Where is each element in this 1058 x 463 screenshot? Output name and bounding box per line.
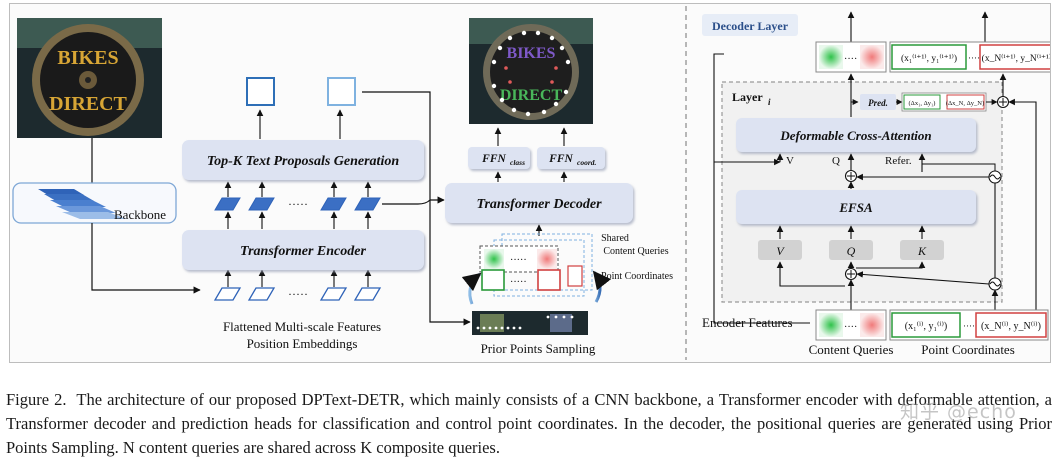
sign-text-top: BIKES	[57, 47, 118, 69]
input-sign-image: BIKES DIRECT	[17, 18, 162, 138]
efsa-v-label: V	[776, 244, 785, 258]
query-dots: ·····	[510, 255, 527, 266]
sampling-curve-left	[461, 272, 482, 305]
prior-sampling-image	[472, 311, 588, 335]
decoder-layer-panel: Decoder Layer ···· (x₁⁽ⁱ⁺¹⁾, y₁⁽ⁱ⁺¹⁾) ··…	[702, 11, 1058, 357]
pred-box	[860, 94, 896, 110]
bottom-coord-last	[975, 312, 1047, 338]
watermark: 知乎 @echo	[900, 401, 1017, 423]
encoder-input-tokens: ·····	[213, 287, 382, 301]
efsa-k-label: K	[917, 244, 927, 258]
sampling-curve-right	[592, 270, 612, 303]
dca-q-label: Q	[832, 155, 840, 167]
backbone-label: Backbone	[114, 207, 166, 222]
proposal-to-sampling-arrow	[362, 91, 471, 326]
output-sign-image: BIKES DIRECT	[469, 18, 593, 124]
svg-text:(x_N⁽ⁱ⁾, y_N⁽ⁱ⁾): (x_N⁽ⁱ⁾, y_N⁽ⁱ⁾)	[981, 321, 1041, 332]
top-content-red	[860, 45, 884, 69]
encoder-output-arrows	[224, 211, 372, 229]
ffn-class-head: FFN class	[468, 147, 530, 169]
transformer-encoder-module: Transformer Encoder	[182, 230, 424, 270]
flattened-features-label: Flattened Multi-scale Features	[223, 319, 381, 334]
encoder-features-line	[713, 53, 810, 324]
proposal-box-1	[246, 77, 275, 106]
svg-text:····: ····	[844, 322, 857, 333]
point-coordinates-label-right: Point Coordinates	[921, 342, 1015, 357]
efsa-module	[736, 190, 976, 224]
point-coord-green	[481, 269, 505, 291]
pred-label: Pred.	[868, 98, 888, 108]
delta-first	[903, 94, 941, 110]
ffn-coord-head: FFN coord.	[537, 147, 605, 169]
content-query-red	[537, 249, 557, 269]
dca-label: Deformable Cross-Attention	[779, 128, 931, 143]
proposal-box-2	[327, 77, 356, 106]
sign-text-bottom: DIRECT	[49, 93, 127, 115]
position-embeddings-label: Position Embeddings	[247, 336, 358, 351]
efsa-q-box	[829, 240, 873, 260]
ffn-class-label: FFN	[481, 153, 506, 165]
point-coordinates-label-left: Point Coordinates	[601, 271, 673, 282]
efsa-v-box	[758, 240, 802, 260]
content-query-green	[484, 249, 504, 269]
figure-caption: Figure 2. The architecture of our propos…	[6, 388, 1052, 460]
ffn-coord-label: FFN	[548, 153, 573, 165]
figure-canvas: BIKES DIRECT Backbone ····· Transformer …	[12, 6, 1058, 360]
efsa-label: EFSA	[838, 200, 873, 215]
prior-points-sampling-label: Prior Points Sampling	[481, 341, 596, 356]
ffn-class-subscript: class	[510, 158, 525, 167]
topk-label: Top-K Text Proposals Generation	[207, 154, 399, 169]
encoder-input-arrows	[224, 269, 372, 287]
decoder-label: Transformer Decoder	[476, 197, 602, 212]
svg-text:····: ····	[968, 53, 980, 63]
topk-input-arrows	[224, 181, 372, 197]
top-content-green	[819, 45, 843, 69]
encoder-label: Transformer Encoder	[240, 244, 366, 259]
bottom-content-green	[819, 313, 843, 337]
predicted-points-red	[504, 66, 558, 84]
deformable-cross-attention-module	[736, 118, 976, 152]
backbone-module: Backbone	[12, 182, 177, 224]
composite-queries: ····· ·····	[479, 233, 593, 297]
output-sign-text-top: BIKES	[507, 45, 556, 62]
ffn-coord-subscript: coord.	[577, 158, 596, 167]
caption-label: Figure 2.	[6, 390, 67, 409]
bottom-coord-first	[891, 312, 961, 338]
predicted-points	[491, 30, 571, 117]
encoder-output-tokens: ·····	[214, 197, 381, 211]
transformer-decoder-module: Transformer Decoder	[445, 183, 633, 223]
efsa-k-box	[900, 240, 944, 260]
content-queries-label: Content Queries	[809, 342, 894, 357]
shared-label-1: Shared	[601, 233, 629, 244]
encoder-features-label: Encoder Features	[702, 315, 793, 330]
decoder-layer-title: Decoder Layer	[712, 19, 789, 33]
efsa-q-label: Q	[847, 244, 856, 258]
svg-text:(Δx₁, Δy₁): (Δx₁, Δy₁)	[909, 100, 936, 107]
output-sign-text-bottom: DIRECT	[500, 87, 563, 104]
point-coord-red	[537, 269, 561, 291]
caption-text: The architecture of our proposed DPText-…	[6, 390, 1052, 457]
shared-label-2: Content Queries	[603, 246, 668, 257]
topk-proposals-module: Top-K Text Proposals Generation	[182, 140, 424, 180]
svg-text:····: ····	[844, 54, 857, 65]
top-coord-last	[979, 44, 1057, 70]
dca-refer-label: Refer.	[885, 155, 912, 167]
token-dots-bottom: ·····	[288, 287, 308, 301]
svg-text:(x_N⁽ⁱ⁺¹⁾, y_N⁽ⁱ⁺¹⁾): (x_N⁽ⁱ⁺¹⁾, y_N⁽ⁱ⁺¹⁾)	[982, 53, 1050, 64]
svg-text:(Δx_N, Δy_N): (Δx_N, Δy_N)	[946, 100, 984, 107]
layer-subscript: i	[768, 97, 771, 107]
svg-text:·····: ·····	[510, 277, 527, 288]
svg-text:(x₁⁽ⁱ⁾, y₁⁽ⁱ⁾): (x₁⁽ⁱ⁾, y₁⁽ⁱ⁾)	[905, 321, 947, 332]
backbone-to-encoder-arrow	[91, 223, 201, 294]
top-coord-first	[891, 44, 967, 70]
delta-last	[946, 94, 985, 110]
architecture-figure: BIKES DIRECT Backbone ····· Transformer …	[9, 3, 1058, 363]
layer-label: Layer	[732, 90, 763, 104]
svg-text:····: ····	[963, 321, 975, 331]
memory-to-decoder-arrow	[382, 196, 445, 205]
bottom-content-red	[860, 313, 884, 337]
svg-text:(x₁⁽ⁱ⁺¹⁾, y₁⁽ⁱ⁺¹⁾): (x₁⁽ⁱ⁺¹⁾, y₁⁽ⁱ⁺¹⁾)	[901, 53, 957, 64]
dca-v-label: V	[786, 155, 794, 167]
token-dots-middle: ·····	[288, 197, 308, 211]
